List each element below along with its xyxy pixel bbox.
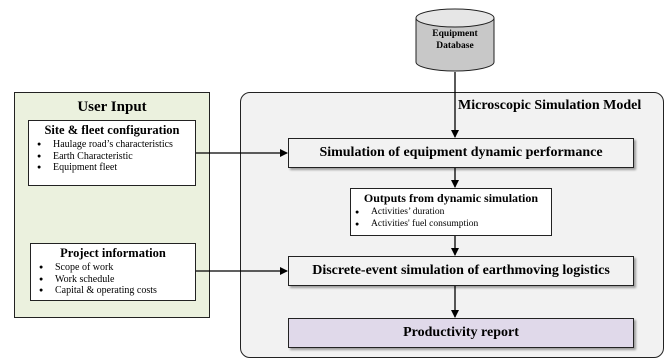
project-information-box: Project information Scope of work Work s… <box>30 243 196 301</box>
database-label-line1: Equipment <box>432 29 478 39</box>
discrete-event-simulation-box: Discrete-event simulation of earthmoving… <box>288 256 634 286</box>
list-item: Activities' fuel consumption <box>355 219 551 231</box>
model-title: Microscopic Simulation Model <box>458 98 642 113</box>
list-item: Work schedule <box>39 274 195 286</box>
outputs-list: Activities’ duration Activities' fuel co… <box>351 207 551 230</box>
list-item: Scope of work <box>39 262 195 274</box>
list-item: Earth Characteristic <box>37 151 195 163</box>
site-fleet-configuration-box: Site & fleet configuration Haulage road’… <box>28 120 196 186</box>
user-input-title: User Input <box>77 99 147 115</box>
equipment-database-icon: Equipment Database <box>415 8 495 72</box>
site-fleet-title: Site & fleet configuration <box>44 123 180 137</box>
productivity-report-box: Productivity report <box>288 318 634 348</box>
project-information-list: Scope of work Work schedule Capital & op… <box>31 262 195 297</box>
outputs-box: Outputs from dynamic simulation Activiti… <box>350 188 552 236</box>
project-information-title: Project information <box>60 246 166 260</box>
outputs-title: Outputs from dynamic simulation <box>363 191 539 205</box>
site-fleet-list: Haulage road’s characteristics Earth Cha… <box>29 139 195 174</box>
dynamic-simulation-box: Simulation of equipment dynamic performa… <box>288 138 634 168</box>
list-item: Activities’ duration <box>355 207 551 219</box>
list-item: Capital & operating costs <box>39 285 195 297</box>
list-item: Haulage road’s characteristics <box>37 139 195 151</box>
database-label-line2: Database <box>436 41 473 51</box>
list-item: Equipment fleet <box>37 162 195 174</box>
